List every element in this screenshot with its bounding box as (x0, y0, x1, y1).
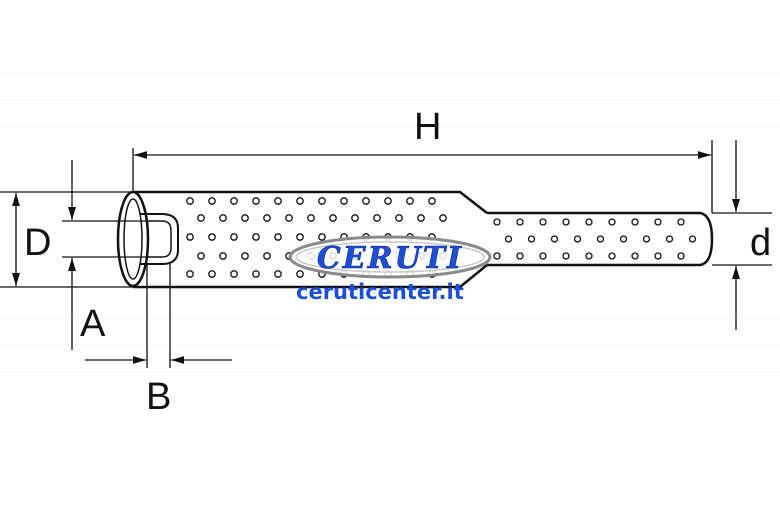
perforation-hole (285, 214, 293, 222)
perforation-hole (417, 214, 425, 222)
perforation-hole (631, 252, 639, 260)
perforation-hole (516, 218, 524, 226)
dimension-label-B: B (146, 376, 172, 418)
perforation-hole (550, 235, 559, 243)
perforation-hole (619, 235, 628, 243)
perforation-hole (274, 197, 282, 205)
perforation-hole (296, 270, 304, 278)
perforation-hole (677, 218, 685, 226)
perforation-hole (208, 233, 216, 241)
perforation-hole (596, 235, 605, 243)
perforation-hole (318, 233, 326, 241)
perforation-hole (493, 252, 501, 260)
perforation-hole (296, 197, 304, 205)
perforation-hole (274, 233, 282, 241)
perforation-hole (428, 197, 436, 205)
perforation-hole (439, 214, 447, 222)
perforation-hole (688, 235, 697, 243)
dimension-label-H: H (414, 106, 442, 148)
perforation-hole (274, 270, 282, 278)
perforation-hole (197, 214, 205, 222)
perforation-hole (230, 197, 238, 205)
perforation-hole (351, 214, 359, 222)
perforation-hole (362, 197, 370, 205)
perforation-hole (329, 214, 337, 222)
perforation-hole (208, 270, 216, 278)
ceruti-logo: CERUTI (288, 235, 492, 279)
perforation-hole (406, 197, 414, 205)
perforation-hole (585, 218, 593, 226)
perforation-hole (340, 197, 348, 205)
perforation-hole (516, 252, 524, 260)
dimension-lines (0, 140, 772, 368)
perforation-hole (230, 270, 238, 278)
perforation-hole (263, 252, 271, 260)
perforation-hole (219, 214, 227, 222)
perforation-hole (677, 252, 685, 260)
perforation-hole (539, 252, 547, 260)
perforation-hole (230, 233, 238, 241)
perforation-hole (631, 218, 639, 226)
background-lines (0, 74, 780, 373)
perforation-hole (654, 252, 662, 260)
perforation-hole (608, 218, 616, 226)
watermark-url: ceruticenter.it (296, 280, 464, 304)
perforation-hole (608, 252, 616, 260)
perforation-hole (395, 214, 403, 222)
perforation-hole (186, 233, 194, 241)
perforation-hole (318, 197, 326, 205)
perforation-hole (654, 218, 662, 226)
perforation-hole (665, 235, 674, 243)
perforation-hole (263, 214, 271, 222)
perforation-hole (186, 270, 194, 278)
perforation-hole (493, 218, 501, 226)
perforation-hole (241, 252, 249, 260)
perforation-hole (241, 214, 249, 222)
perforation-hole (252, 233, 260, 241)
perforation-hole (527, 235, 536, 243)
perforation-hole (252, 270, 260, 278)
perforation-hole (384, 197, 392, 205)
perforation-hole (573, 235, 582, 243)
perforation-hole (562, 252, 570, 260)
perforation-hole (373, 214, 381, 222)
perforation-hole (562, 218, 570, 226)
perforation-hole (585, 252, 593, 260)
perforation-holes-small (493, 218, 697, 260)
dimension-label-d: d (750, 222, 772, 264)
perforation-hole (539, 218, 547, 226)
perforation-hole (252, 197, 260, 205)
perforation-hole (504, 235, 513, 243)
dimension-label-D: D (24, 222, 52, 264)
dimension-label-A: A (80, 303, 106, 345)
perforation-hole (186, 197, 194, 205)
perforation-hole (642, 235, 651, 243)
perforation-hole (208, 197, 216, 205)
perforation-hole (197, 252, 205, 260)
perforation-hole (219, 252, 227, 260)
ceruti-logo-text: CERUTI (317, 241, 463, 276)
perforation-hole (296, 233, 304, 241)
perforation-hole (307, 214, 315, 222)
